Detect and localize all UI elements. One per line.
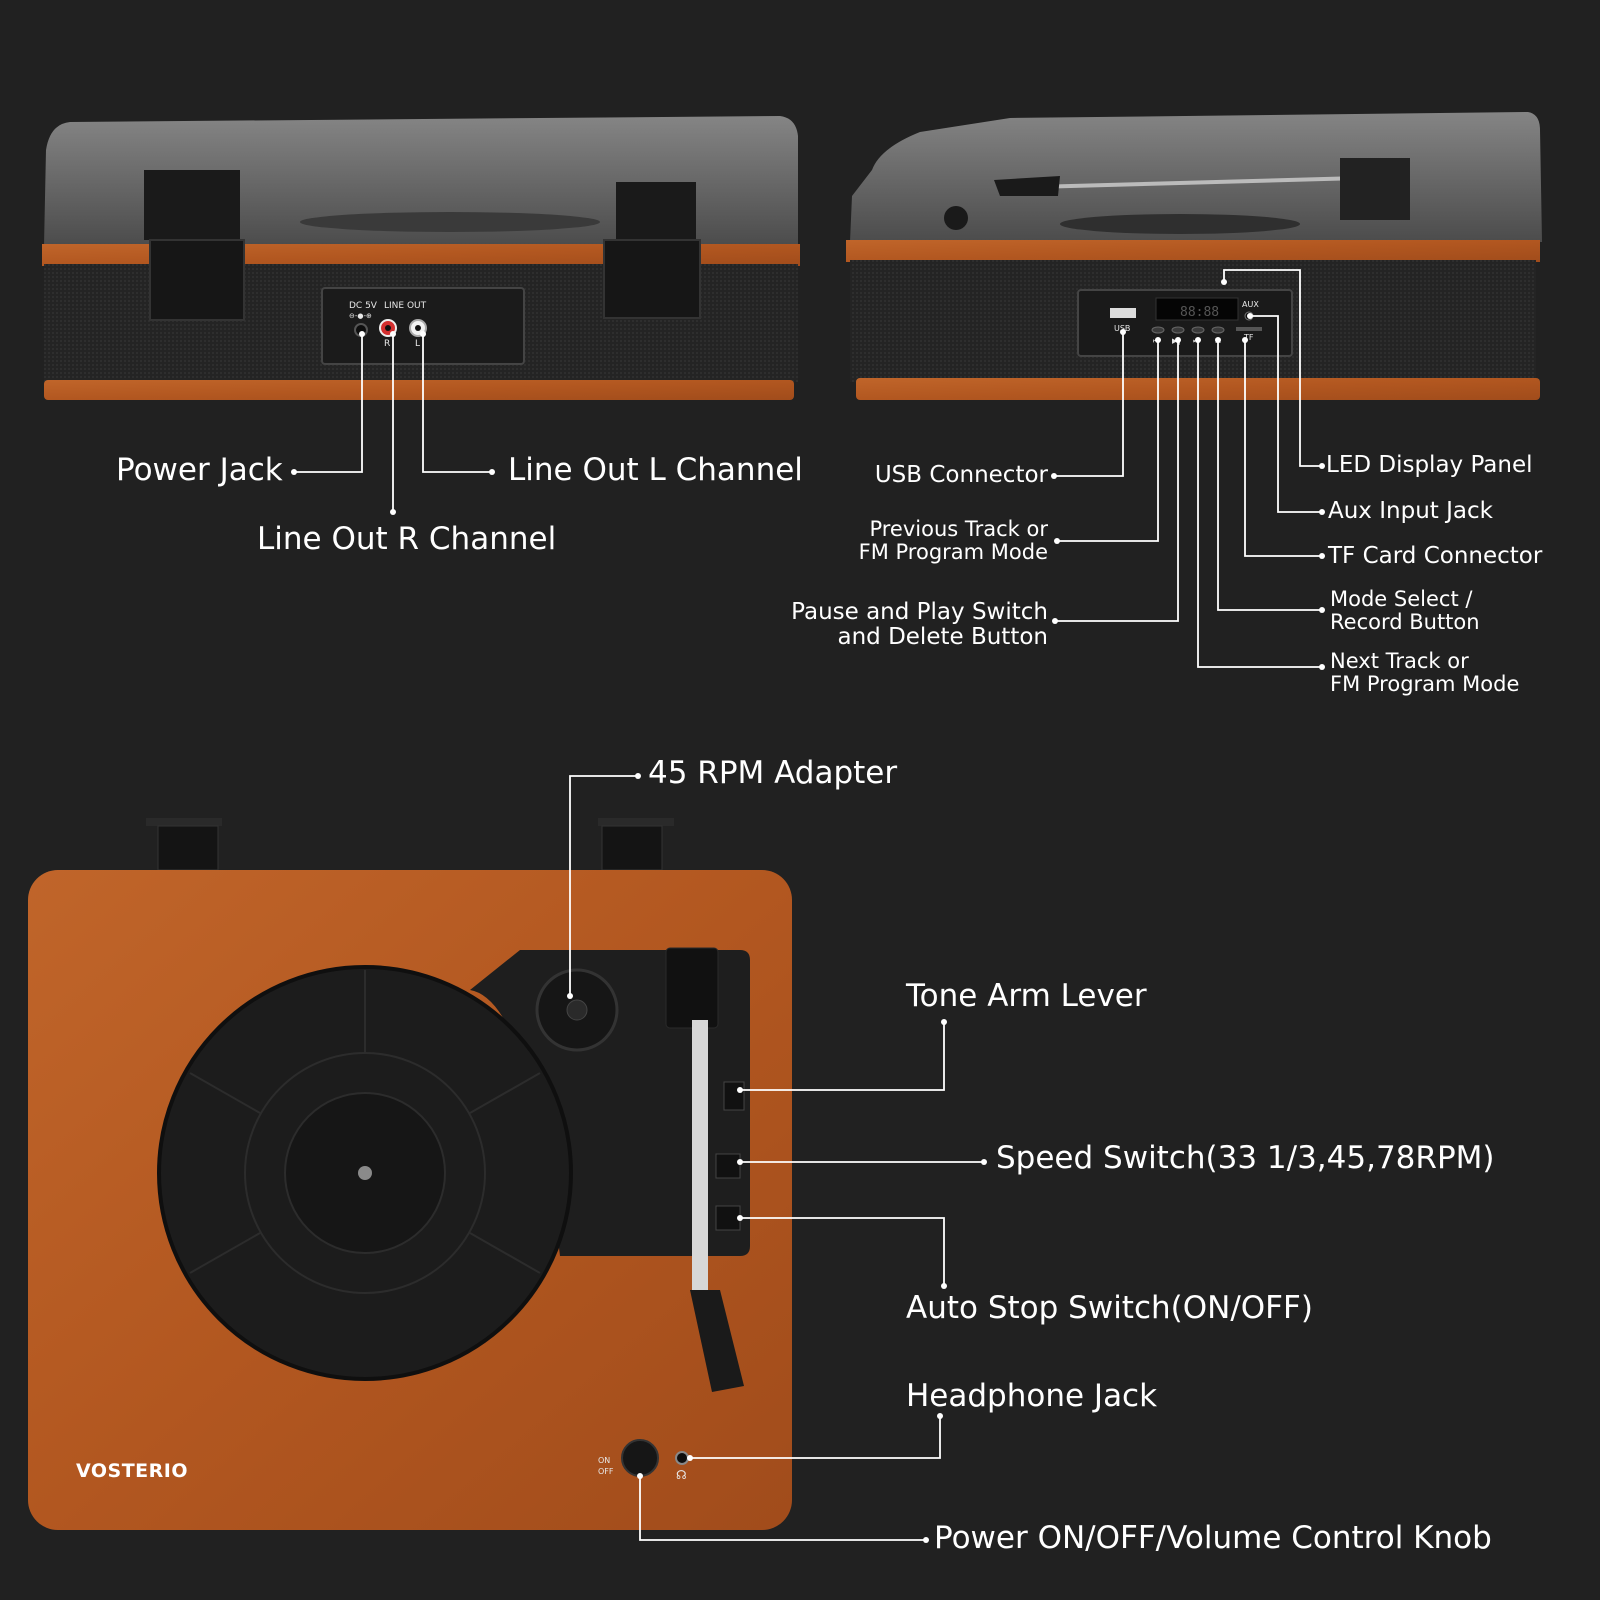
headphone-icon: ☊ (676, 1468, 687, 1482)
callout-usb-connector: USB Connector (874, 462, 1048, 488)
spindle (358, 1166, 372, 1180)
tf-label: TF (1243, 333, 1254, 342)
callout-power-jack: Power Jack (116, 452, 283, 488)
speed-switch[interactable] (715, 1153, 741, 1179)
turntable-back-view: DC 5V ⊖-●-⊕ LINE OUT R L (42, 116, 800, 400)
left-channel-marker: L (415, 339, 420, 349)
knob-on-label: ON (598, 1456, 610, 1465)
callout-auto-stop: Auto Stop Switch(ON/OFF) (906, 1290, 1313, 1326)
headphone-jack[interactable] (675, 1451, 689, 1465)
callout-power-volume: Power ON/OFF/Volume Control Knob (934, 1520, 1492, 1556)
callout-pause-play: Pause and Play Switch and Delete Button (791, 600, 1048, 650)
callout-rpm-adapter: 45 RPM Adapter (648, 755, 898, 791)
prev-button[interactable] (1151, 326, 1165, 334)
hinge-left (144, 170, 245, 321)
callout-previous-track-line1: Previous Track or (869, 517, 1048, 541)
tonearm-side (994, 158, 1410, 234)
line-out-label: LINE OUT (384, 301, 427, 311)
callout-next-track-line2: FM Program Mode (1330, 671, 1520, 696)
callout-mode-select-line1: Mode Select / (1330, 587, 1473, 611)
hinge-right (603, 182, 701, 319)
callout-aux-input: Aux Input Jack (1328, 498, 1493, 524)
callout-mode-select-line2: Record Button (1330, 609, 1480, 634)
callout-lines (294, 269, 1322, 1541)
turntable-front-view: USB 88:88 AUX TF ⏮ ▶‖ ⏭ M (846, 112, 1542, 400)
callout-next-track-line1: Next Track or (1330, 649, 1469, 673)
callout-pause-play-line1: Pause and Play Switch (791, 599, 1048, 625)
callout-led-display: LED Display Panel (1326, 452, 1533, 478)
callout-speed-switch: Speed Switch(33 1/3,45,78RPM) (996, 1140, 1495, 1176)
tonearm[interactable] (665, 947, 744, 1392)
brand-logo: VOSTERIO (76, 1460, 188, 1482)
callout-line-out-l: Line Out L Channel (508, 452, 803, 488)
aux-label: AUX (1242, 300, 1259, 309)
callout-next-track: Next Track or FM Program Mode (1330, 650, 1519, 695)
turntable-top-view: ON OFF ☊ (28, 818, 792, 1530)
dc-label: DC 5V (349, 301, 378, 311)
auto-stop-switch[interactable] (715, 1205, 741, 1231)
led-display (1155, 297, 1239, 321)
callout-headphone-jack: Headphone Jack (906, 1378, 1158, 1414)
lid-hinge-right (598, 818, 674, 871)
callout-pause-play-line2: and Delete Button (837, 623, 1048, 650)
callout-previous-track: Previous Track or FM Program Mode (859, 518, 1048, 563)
led-digits: 88:88 (1180, 305, 1219, 320)
callout-previous-track-line2: FM Program Mode (858, 539, 1048, 564)
polarity-label: ⊖-●-⊕ (349, 312, 372, 320)
callout-mode-select: Mode Select / Record Button (1330, 588, 1480, 633)
callout-dots (291, 279, 1325, 1543)
knob-off-label: OFF (598, 1467, 614, 1476)
right-channel-marker: R (384, 339, 390, 349)
callout-line-out-r: Line Out R Channel (257, 521, 557, 557)
callout-tf-card: TF Card Connector (1328, 543, 1543, 569)
tone-arm-lever[interactable] (723, 1081, 745, 1111)
lid-hinge-left (146, 818, 222, 871)
tf-slot[interactable] (1236, 327, 1262, 331)
usb-port[interactable] (1110, 308, 1136, 318)
play-pause-button[interactable] (1171, 326, 1185, 334)
callout-tone-arm-lever: Tone Arm Lever (906, 978, 1147, 1014)
mode-button[interactable] (1211, 326, 1225, 334)
volume-knob[interactable] (621, 1439, 659, 1477)
next-button[interactable] (1191, 326, 1205, 334)
usb-label: USB (1114, 324, 1130, 333)
